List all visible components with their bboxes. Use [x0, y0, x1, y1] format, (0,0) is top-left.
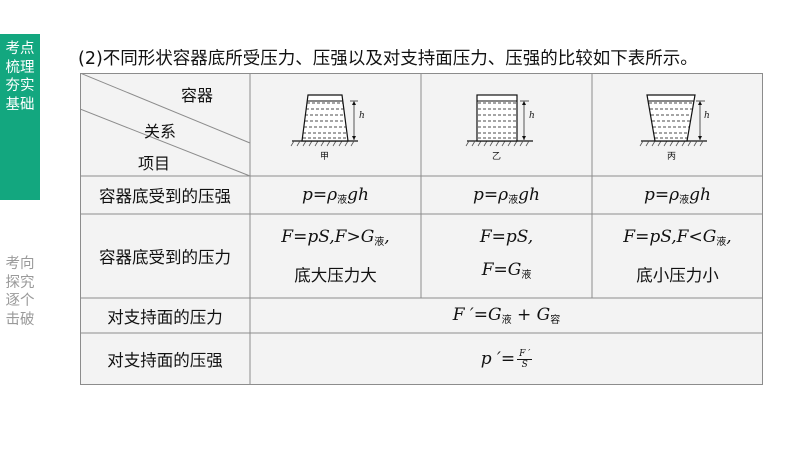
cell-yi-bottom-force: F=pS, F=G液 [479, 226, 534, 281]
cell-bing-bottom-force: F=pS,F<G液, 底小压力小 [592, 214, 763, 298]
vessel-yi-name: 乙 [492, 152, 502, 162]
cell-bing-note: 底小压力小 [636, 265, 719, 285]
vessel-yi-h-label: h [529, 111, 535, 121]
cell-support-force-formula: F ′=G液 + G容 [452, 305, 561, 326]
vessel-bing-name: 丙 [667, 152, 677, 162]
cell-jia-note: 底大压力大 [294, 265, 377, 285]
header-mid-label: 关系 [144, 122, 177, 141]
table-grid-lines [80, 73, 763, 385]
cell-bing-bottom-pressure: p=ρ液gh [644, 184, 711, 206]
header-diagonal-2 [80, 108, 251, 177]
row-label-bottom-force: 容器底受到的压力 [99, 248, 231, 267]
cell-jia-bottom-force: F=pS,F>G液, 底大压力大 [250, 214, 421, 298]
row-label-bottom-pressure: 容器底受到的压强 [99, 187, 231, 206]
cell-yi-bottom-pressure: p=ρ液gh [473, 184, 540, 206]
vessel-yi-diagram [465, 94, 533, 147]
header-row-label: 项目 [138, 154, 171, 173]
cell-support-pressure-formula: p ′=F ′S [480, 348, 533, 370]
row-label-support-pressure: 对支持面的压强 [107, 351, 223, 370]
sidebar-tab-review-basics[interactable]: 考点 梳理 夯实 基础 [0, 34, 40, 200]
comparison-table: 容器 关系 项目 h h h 甲 乙 丙 容器底受到的压强 p=ρ液gh p=ρ… [80, 73, 763, 385]
header-diagonal-1 [80, 73, 251, 144]
vessel-bing-h-label: h [704, 111, 710, 121]
vessel-jia-diagram [290, 94, 358, 147]
intro-text: (2)不同形状容器底所受压力、压强以及对支持面压力、压强的比较如下表所示。 [78, 49, 698, 69]
header-col-label: 容器 [181, 86, 214, 105]
cell-jia-bottom-pressure: p=ρ液gh [302, 184, 369, 206]
vessel-jia-name: 甲 [320, 152, 330, 162]
row-label-support-force: 对支持面的压力 [107, 307, 223, 327]
vessel-bing-diagram [639, 94, 707, 147]
vessel-jia-h-label: h [359, 111, 365, 121]
sidebar-tab-explore-topics[interactable]: 考向 探究 逐个 击破 [5, 256, 35, 328]
